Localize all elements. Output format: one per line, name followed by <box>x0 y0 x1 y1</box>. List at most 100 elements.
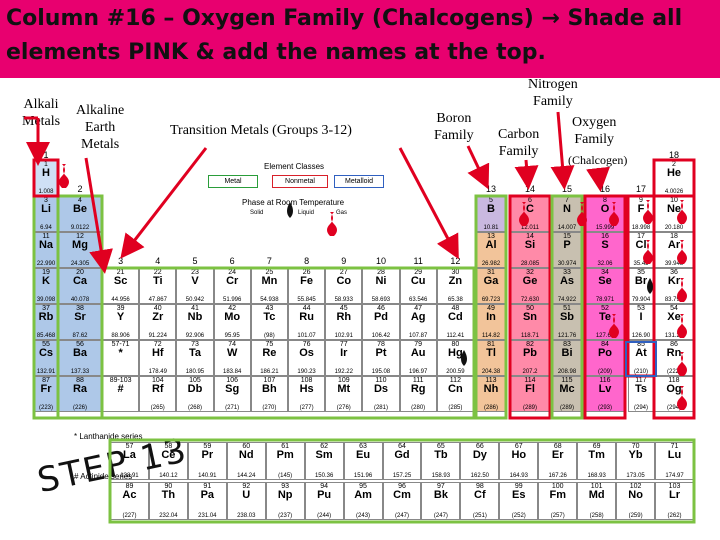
atomic-number: 91 <box>203 483 212 490</box>
atomic-number: 17 <box>637 233 645 240</box>
atomic-number: 73 <box>191 341 199 348</box>
group-number: 12 <box>450 256 461 266</box>
atomic-mass: 65.38 <box>447 297 463 303</box>
element-symbol: Mc <box>559 383 575 395</box>
atomic-number: 31 <box>487 269 495 276</box>
atomic-mass: (285) <box>448 405 463 411</box>
atomic-mass: 51.996 <box>223 297 242 303</box>
element-symbol: W <box>226 347 238 359</box>
atomic-mass: 173.05 <box>626 473 645 479</box>
element-symbol: Hf <box>151 347 164 359</box>
atomic-mass: 208.98 <box>557 369 577 375</box>
oxygen-arrow <box>586 166 610 192</box>
element-symbol: Ge <box>522 275 538 287</box>
atomic-mass: 44.956 <box>111 297 130 303</box>
atomic-number: 90 <box>164 483 173 490</box>
element-symbol: Ho <box>511 449 527 461</box>
atomic-mass: (271) <box>225 405 240 411</box>
atomic-mass: (243) <box>356 513 371 519</box>
element-symbol: Cn <box>448 383 463 395</box>
atomic-number: 19 <box>42 269 50 276</box>
atomic-number: 25 <box>265 269 274 276</box>
atomic-mass: 10.81 <box>483 225 499 231</box>
atomic-number: 108 <box>300 377 313 384</box>
atomic-number: 104 <box>151 377 164 384</box>
element-symbol: Cu <box>410 275 426 287</box>
atomic-mass: 87.62 <box>72 333 88 339</box>
element-symbol: N <box>563 203 571 215</box>
atomic-number: 63 <box>359 443 367 450</box>
atomic-mass: (227) <box>122 513 137 519</box>
element-symbol: Cm <box>393 489 411 501</box>
atomic-number: 62 <box>320 443 329 450</box>
atomic-mass: 32.06 <box>597 261 613 267</box>
atomic-number: 9 <box>639 197 643 204</box>
atomic-mass: 114.82 <box>482 333 500 339</box>
atomic-mass: 167.26 <box>548 473 567 479</box>
element-symbol: Ce <box>161 449 176 461</box>
atomic-number: 2 <box>672 161 676 168</box>
element-cell: 89-103# <box>102 376 140 412</box>
atomic-number: 14 <box>526 233 534 240</box>
group14-outline <box>508 194 552 420</box>
atomic-number: 39 <box>116 305 125 312</box>
atomic-number: 71 <box>670 443 679 450</box>
atomic-mass: (280) <box>411 405 426 411</box>
atomic-number: 15 <box>563 233 571 240</box>
element-symbol: Tc <box>263 311 276 323</box>
atomic-mass: 47.867 <box>148 297 167 303</box>
hydrogen-outline <box>32 158 60 198</box>
element-symbol: Rb <box>38 311 54 323</box>
atomic-mass: 183.84 <box>223 369 242 375</box>
atomic-number: 88 <box>76 377 84 384</box>
element-symbol: Te <box>598 311 612 323</box>
atomic-number: 107 <box>263 377 276 384</box>
atomic-number: 99 <box>514 483 523 490</box>
atomic-mass: 1.008 <box>38 189 54 195</box>
group-number: 4 <box>155 256 161 266</box>
atomic-number: 84 <box>601 341 609 348</box>
atomic-mass: 20.180 <box>664 225 684 231</box>
atomic-mass: (244) <box>317 513 332 519</box>
squiggle-h <box>59 164 69 188</box>
atomic-number: 68 <box>553 443 562 450</box>
atomic-number: 74 <box>228 341 237 348</box>
title-line-1: Column #16 – Oxygen Family (Chalcogens) … <box>6 6 683 31</box>
atomic-mass: (222) <box>666 369 681 375</box>
atomic-number: 57 <box>125 443 134 450</box>
element-symbol: Np <box>277 489 293 501</box>
atomic-number: 89 <box>125 483 134 490</box>
atomic-number: 7 <box>565 197 569 204</box>
element-symbol: Mt <box>337 383 351 395</box>
atomic-mass: (259) <box>628 513 643 519</box>
atomic-mass: 164.93 <box>509 473 528 479</box>
element-symbol: Ar <box>667 239 681 251</box>
element-symbol: Ir <box>340 347 348 359</box>
atomic-number: 28 <box>377 269 385 276</box>
